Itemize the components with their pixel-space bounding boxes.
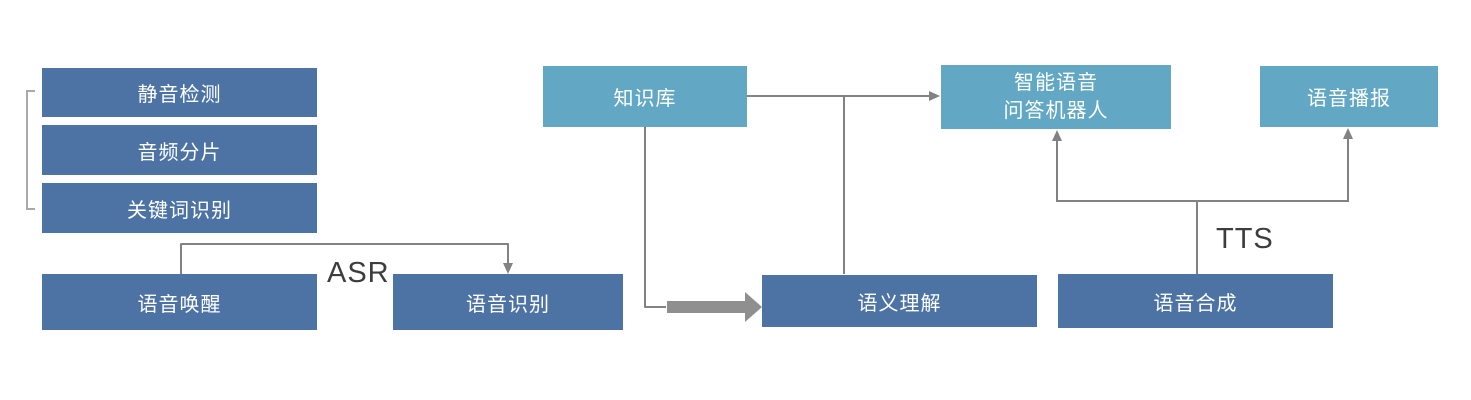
node-keyword-recognition: 关键词识别 — [42, 183, 317, 233]
node-label: 音频分片 — [137, 141, 222, 164]
node-label: 静音检测 — [137, 84, 222, 106]
node-label: 关键词识别 — [127, 199, 232, 222]
node-speech-synthesis: 语音合成 — [1058, 274, 1333, 328]
node-qa-robot: 智能语音 问答机器人 — [941, 65, 1171, 129]
node-label: 知识库 — [613, 88, 677, 110]
node-voice-wakeup: 语音唤醒 — [42, 274, 317, 330]
edge-label-asr: ASR — [327, 257, 390, 289]
thick-arrow-to-semantic — [667, 292, 762, 322]
node-silence-detection: 静音检测 — [42, 68, 317, 117]
line-knowledge-down — [644, 127, 666, 308]
node-speech-recognition: 语音识别 — [393, 274, 623, 330]
node-label: 语音唤醒 — [137, 293, 222, 316]
node-label: 语音播报 — [1307, 88, 1391, 110]
node-audio-segmentation: 音频分片 — [42, 125, 317, 175]
node-label: 语义理解 — [857, 292, 942, 315]
node-label: 语音合成 — [1153, 292, 1238, 315]
node-knowledge-base: 知识库 — [543, 66, 747, 127]
edge-label-tts: TTS — [1216, 223, 1274, 255]
node-semantic-understanding: 语义理解 — [762, 275, 1037, 327]
node-label-line1: 智能语音 — [1014, 72, 1098, 94]
node-voice-broadcast: 语音播报 — [1260, 66, 1438, 127]
group-bracket — [26, 90, 35, 210]
node-label: 语音识别 — [466, 293, 550, 316]
node-label-line2: 问答机器人 — [1003, 100, 1109, 122]
